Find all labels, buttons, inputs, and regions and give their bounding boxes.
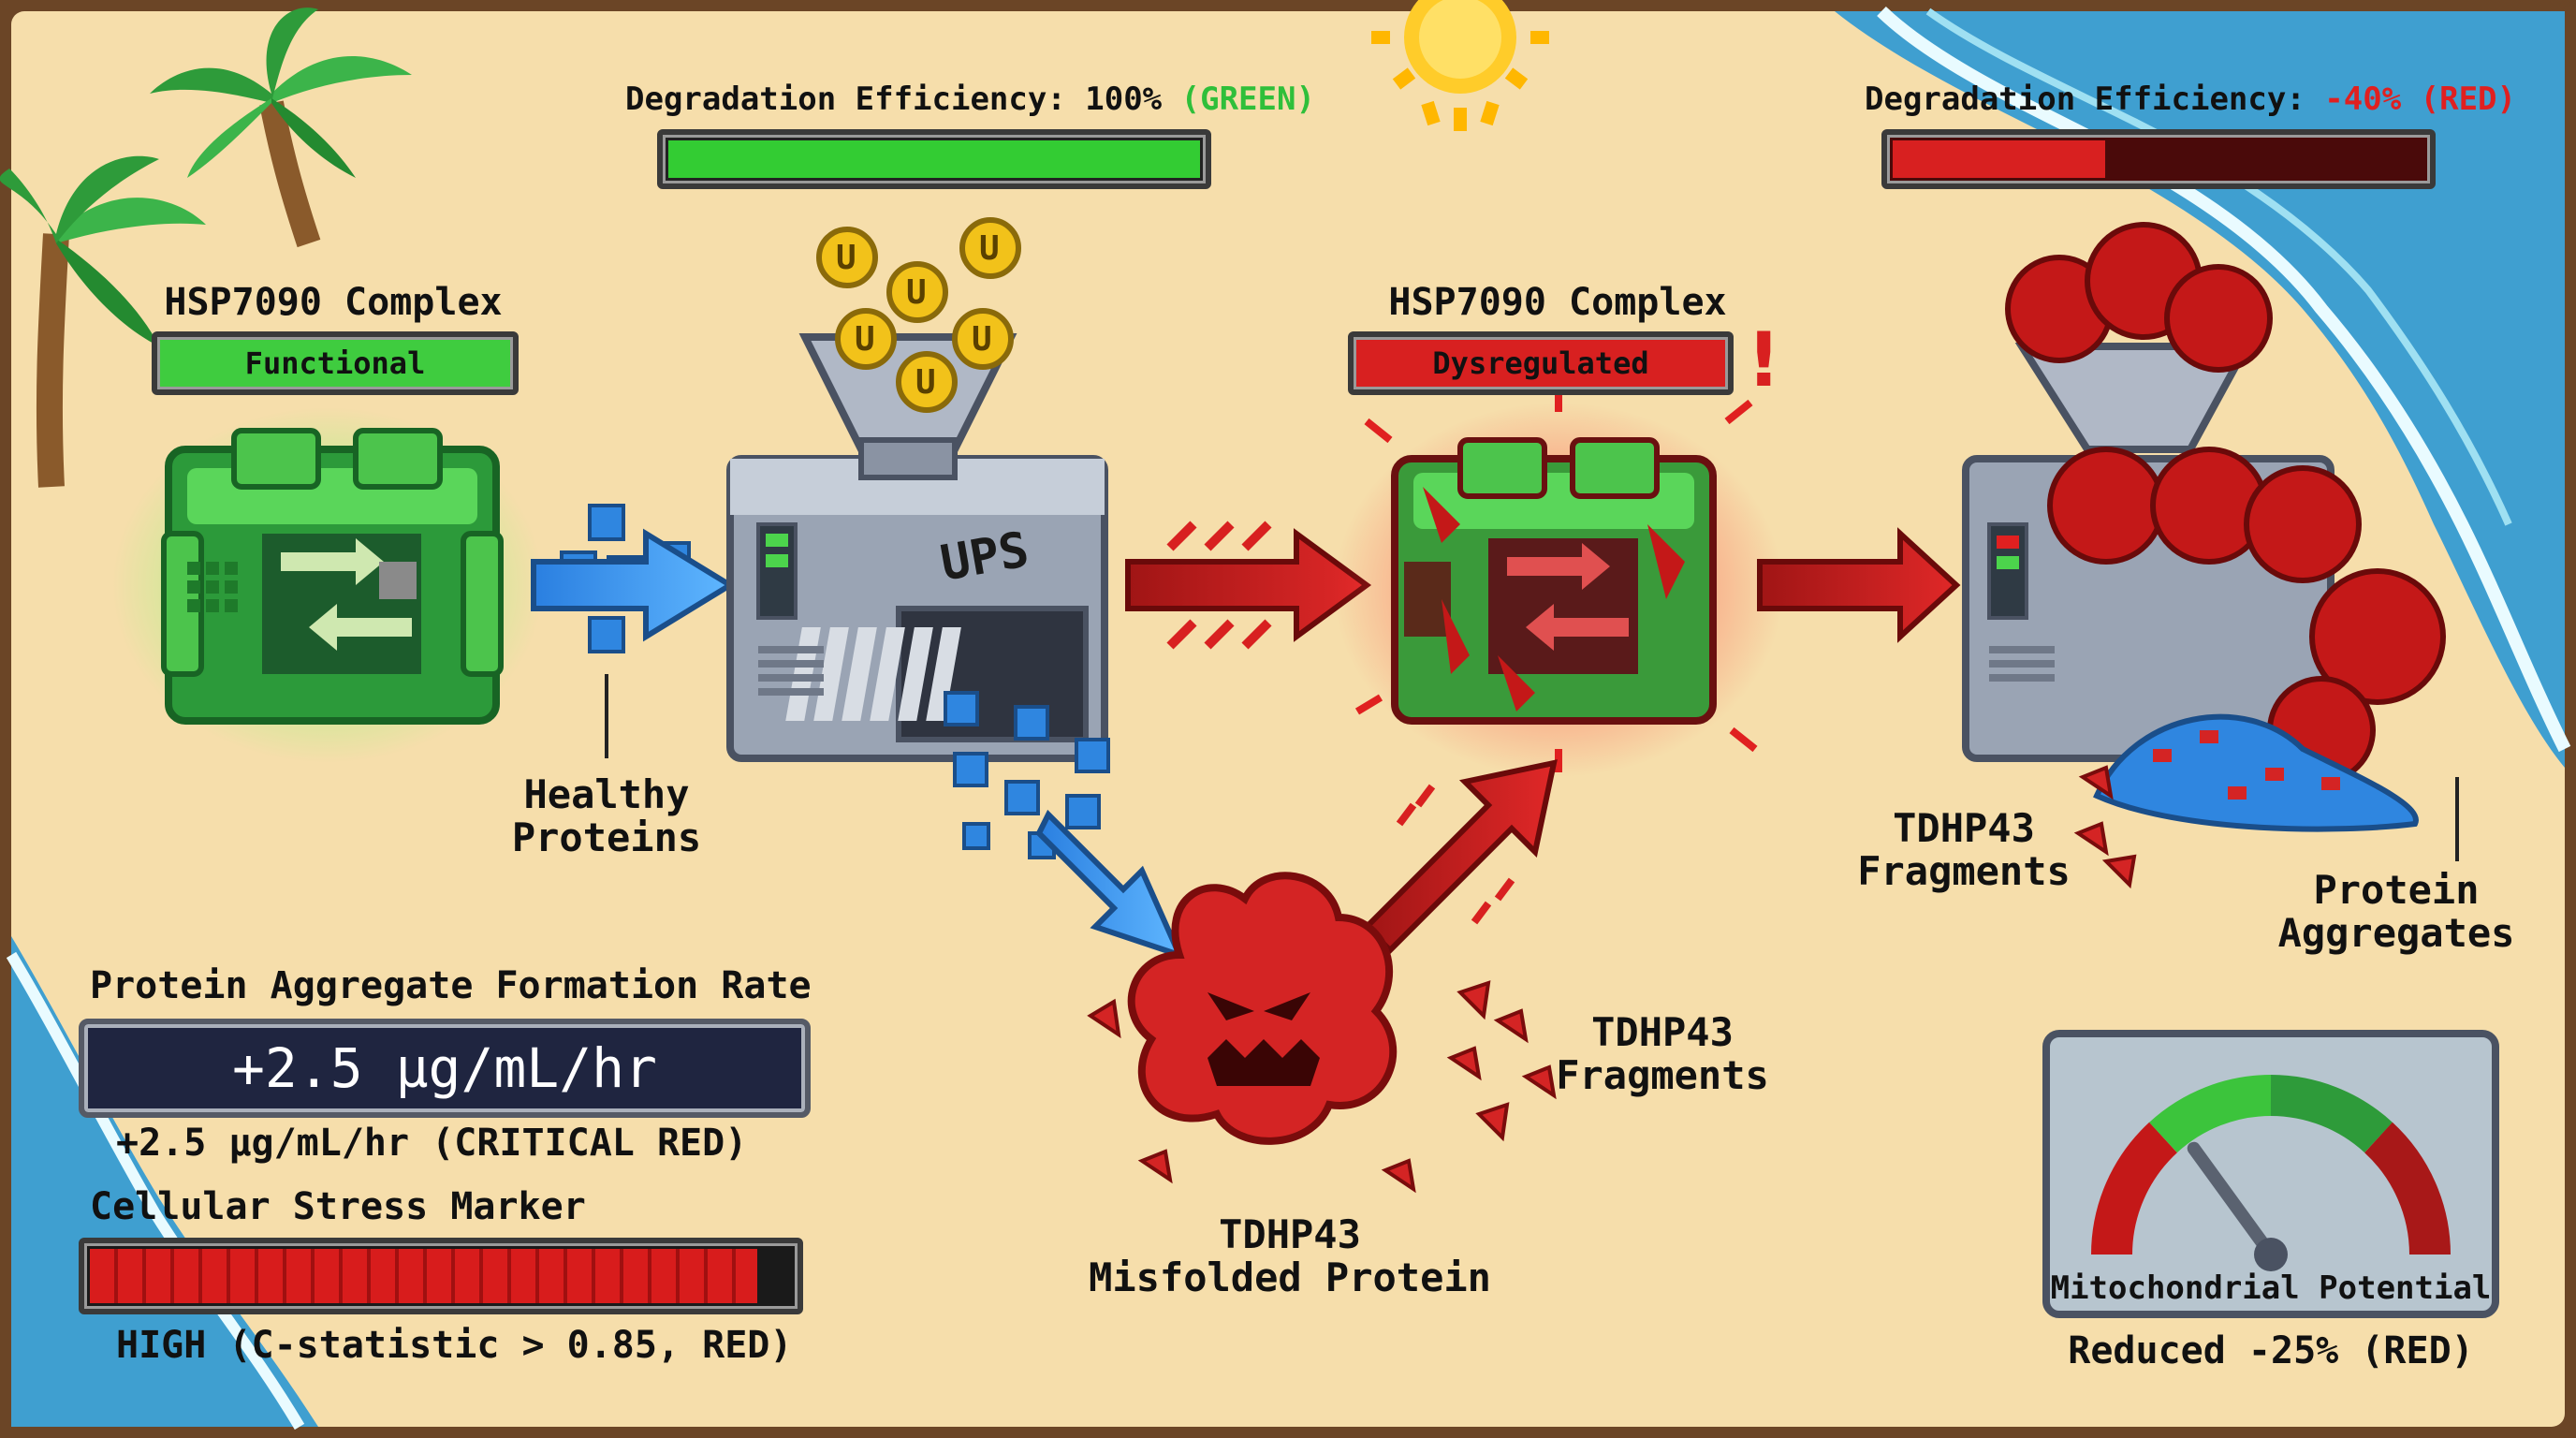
coin-letter: U [979,229,1000,268]
red-arrow-to-dysregulated [1125,521,1372,650]
hsp-complex-dysregulated [1334,393,1783,777]
hsp-complex-functional [112,407,543,763]
alert-icon: ! [1747,316,1781,404]
degradation-left-bar [657,129,1211,189]
left-complex-status-bar: Functional [152,331,519,395]
degradation-left-label: Degradation Efficiency: 100% (GREEN) [625,81,1315,118]
mito-gauge-caption: Reduced -25% (RED) [2068,1329,2474,1372]
aggregates-line1: Protein [2313,867,2480,913]
degradation-left-value: Degradation Efficiency: 100% [625,81,1163,118]
stress-marker-bar [79,1238,803,1314]
palm-tree-icon [0,155,206,488]
coin-letter: U [915,363,936,402]
healthy-proteins-line1: Healthy [523,771,690,817]
stress-marker-title: Cellular Stress Marker [90,1185,586,1228]
palm-tree-icon [150,7,412,248]
wave-line-2 [1925,7,2512,526]
aggregate-rate-value: +2.5 µg/mL/hr [232,1036,657,1100]
aggregate-rate-display: +2.5 µg/mL/hr [79,1019,811,1118]
degradation-right-status: -40% (RED) [2324,81,2516,118]
fragments-mid-line2: Fragments [1556,1052,1769,1098]
coin-letter: U [836,239,856,277]
fragments-right-line1: TDHP43 [1893,805,2035,851]
misfolded-protein-label: TDHP43 Misfolded Protein [1089,1213,1491,1299]
wave-line-3 [6,951,305,1431]
misfolded-protein-blob [1087,872,1557,1194]
fragments-mid-label: TDHP43 Fragments [1556,1011,1769,1097]
fragments-mid-line1: TDHP43 [1591,1009,1734,1055]
degradation-right-label: Degradation Efficiency: -40% (RED) [1865,81,2516,118]
wave-line-1 [1877,6,2571,753]
degradation-left-status: (GREEN) [1180,81,1315,118]
red-arrow-to-aggregates [1757,527,1961,643]
coin-letter: U [906,273,927,312]
misfolded-line1: TDHP43 [1219,1211,1361,1257]
stress-marker-fill [90,1249,757,1303]
healthy-proteins-label: Healthy Proteins [512,773,701,859]
aggregate-rate-title: Protein Aggregate Formation Rate [90,964,812,1007]
right-complex-status: Dysregulated [1432,345,1649,381]
aggregates-label: Protein Aggregates [2278,869,2515,955]
degradation-right-prefix: Degradation Efficiency: [1865,81,2305,118]
fragments-right-line2: Fragments [1857,848,2071,894]
fragments-right-label: TDHP43 Fragments [1857,807,2071,893]
misfolded-protein-flow [944,691,1185,960]
healthy-protein-flow [531,504,736,758]
coin-letter: U [972,320,992,359]
ubiquitin-coins [816,217,1021,413]
mitochondrial-gauge [2042,1030,2499,1318]
healthy-proteins-line2: Proteins [511,814,702,860]
right-complex-title: HSP7090 Complex [1388,281,1727,324]
aggregate-rate-caption: +2.5 µg/mL/hr (CRITICAL RED) [116,1122,748,1165]
ocean-top-right [1835,11,2565,768]
degradation-right-fill [1893,140,2105,178]
left-complex-status: Functional [244,345,426,381]
stress-marker-caption: HIGH (C-statistic > 0.85, RED) [116,1324,793,1367]
misfolded-line2: Misfolded Protein [1089,1255,1491,1300]
degradation-right-bar [1881,129,2436,189]
right-complex-status-bar: Dysregulated [1348,331,1734,395]
red-arrow-up [1362,759,1558,955]
mito-gauge-title: Mitochondrial Potential [2050,1269,2492,1307]
sun-icon [1371,0,1549,131]
ups-machine [726,333,1108,762]
degradation-left-fill [668,140,1200,178]
left-complex-title: HSP7090 Complex [164,281,503,324]
coin-letter: U [855,320,875,359]
aggregates-line2: Aggregates [2277,910,2515,956]
ups-machine-jammed [1962,222,2459,889]
